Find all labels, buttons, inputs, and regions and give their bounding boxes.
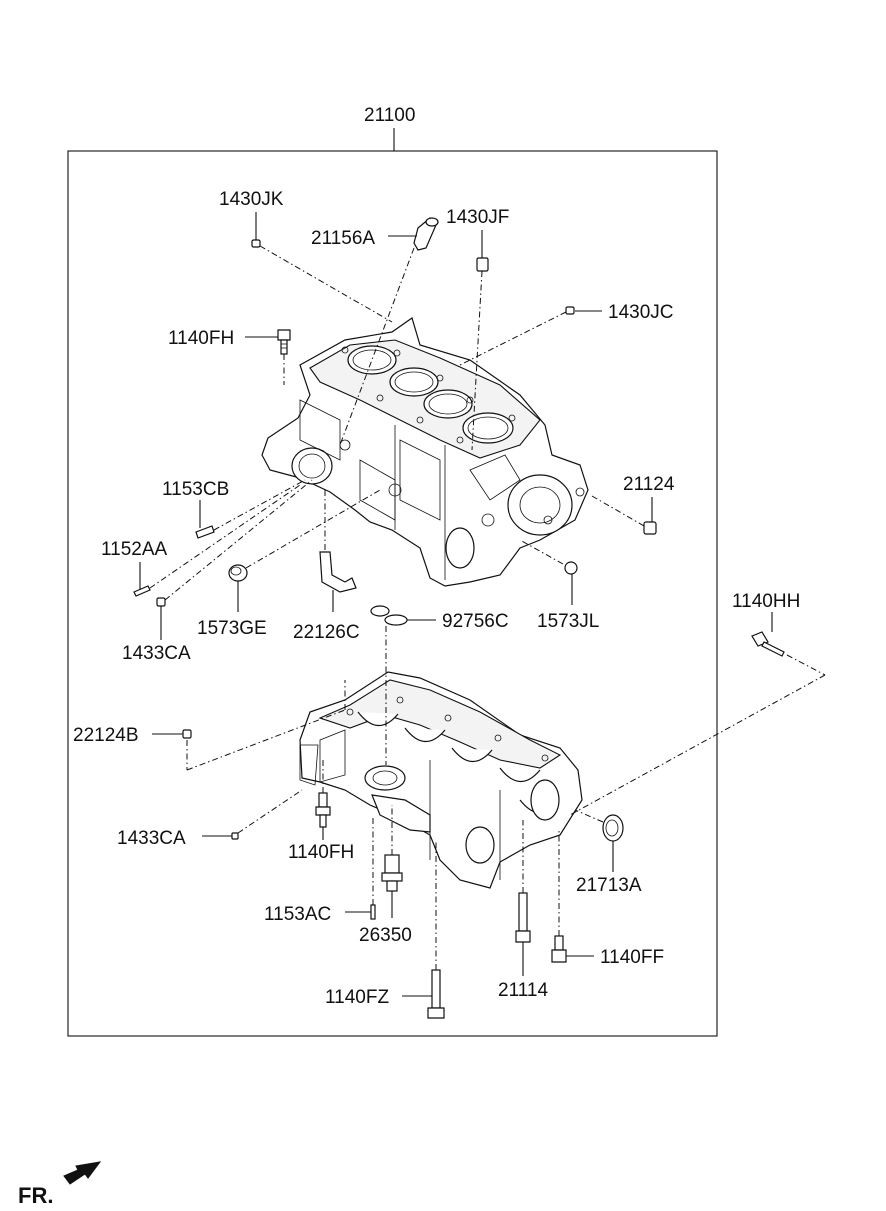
plug-1433ca-top xyxy=(156,597,166,607)
callout-1430jk: 1430JK xyxy=(219,189,284,210)
callout-22126c: 22126C xyxy=(293,622,360,643)
oil-pipe-21156a xyxy=(413,217,439,251)
dowel-pin-1430jc xyxy=(565,306,575,315)
callout-21713a: 21713A xyxy=(576,875,642,896)
callout-21114: 21114 xyxy=(498,980,548,1001)
assembly-number-label: 21100 xyxy=(364,105,415,126)
plug-1153cb xyxy=(195,525,215,539)
callout-1140hh: 1140HH xyxy=(732,591,800,612)
bolt-1140fh-bottom xyxy=(315,792,331,828)
dowel-pin-1430jk xyxy=(251,239,261,248)
callout-1140fh-top: 1140FH xyxy=(168,328,234,349)
callout-1573jl: 1573JL xyxy=(537,611,599,632)
dowel-pin-1430jf xyxy=(476,257,489,272)
cap-1573ge xyxy=(228,564,248,582)
callout-1153cb: 1153CB xyxy=(162,479,229,500)
bolt-1140hh xyxy=(751,631,785,657)
bolt-1140fz xyxy=(427,969,445,1019)
callout-1433ca-bottom: 1433CA xyxy=(117,828,186,849)
plug-1433ca-bottom xyxy=(231,832,239,840)
sensor-26350 xyxy=(381,854,403,892)
callout-21156a: 21156A xyxy=(311,228,375,249)
bolt-21114 xyxy=(515,892,531,943)
callout-92756c: 92756C xyxy=(442,611,509,632)
leader-lines xyxy=(139,212,826,997)
callout-1430jf: 1430JF xyxy=(446,207,509,228)
callout-1140fz: 1140FZ xyxy=(325,987,389,1008)
callout-1152aa: 1152AA xyxy=(101,539,168,560)
front-arrow-icon xyxy=(63,1161,102,1185)
seal-21713a xyxy=(602,814,624,842)
o-ring-92756c xyxy=(370,605,408,626)
pipe-22126c xyxy=(319,551,357,593)
assembly-frame xyxy=(67,150,718,1037)
cylinder-block xyxy=(261,317,589,587)
bolt-1140ff xyxy=(551,935,567,963)
bolt-1140fh-top xyxy=(277,329,291,355)
front-label: FR. xyxy=(18,1183,53,1208)
front-direction-marker: FR. xyxy=(18,1161,102,1208)
dowel-22124b xyxy=(182,729,192,739)
callout-22124b: 22124B xyxy=(73,725,139,746)
cap-1573jl xyxy=(564,561,578,575)
pin-1153ac xyxy=(370,904,376,920)
stud-1152aa xyxy=(133,585,151,597)
callout-1153ac: 1153AC xyxy=(264,904,331,925)
callout-1140fh-bottom: 1140FH xyxy=(288,842,354,863)
callout-1140ff: 1140FF xyxy=(600,947,664,968)
callout-26350: 26350 xyxy=(359,925,412,946)
dowel-21124 xyxy=(643,521,657,535)
callout-1430jc: 1430JC xyxy=(608,302,674,323)
crankcase-bedplate xyxy=(299,671,583,889)
callout-1433ca-top: 1433CA xyxy=(122,643,191,664)
callout-21124: 21124 xyxy=(623,474,675,495)
callout-1573ge: 1573GE xyxy=(197,618,267,639)
